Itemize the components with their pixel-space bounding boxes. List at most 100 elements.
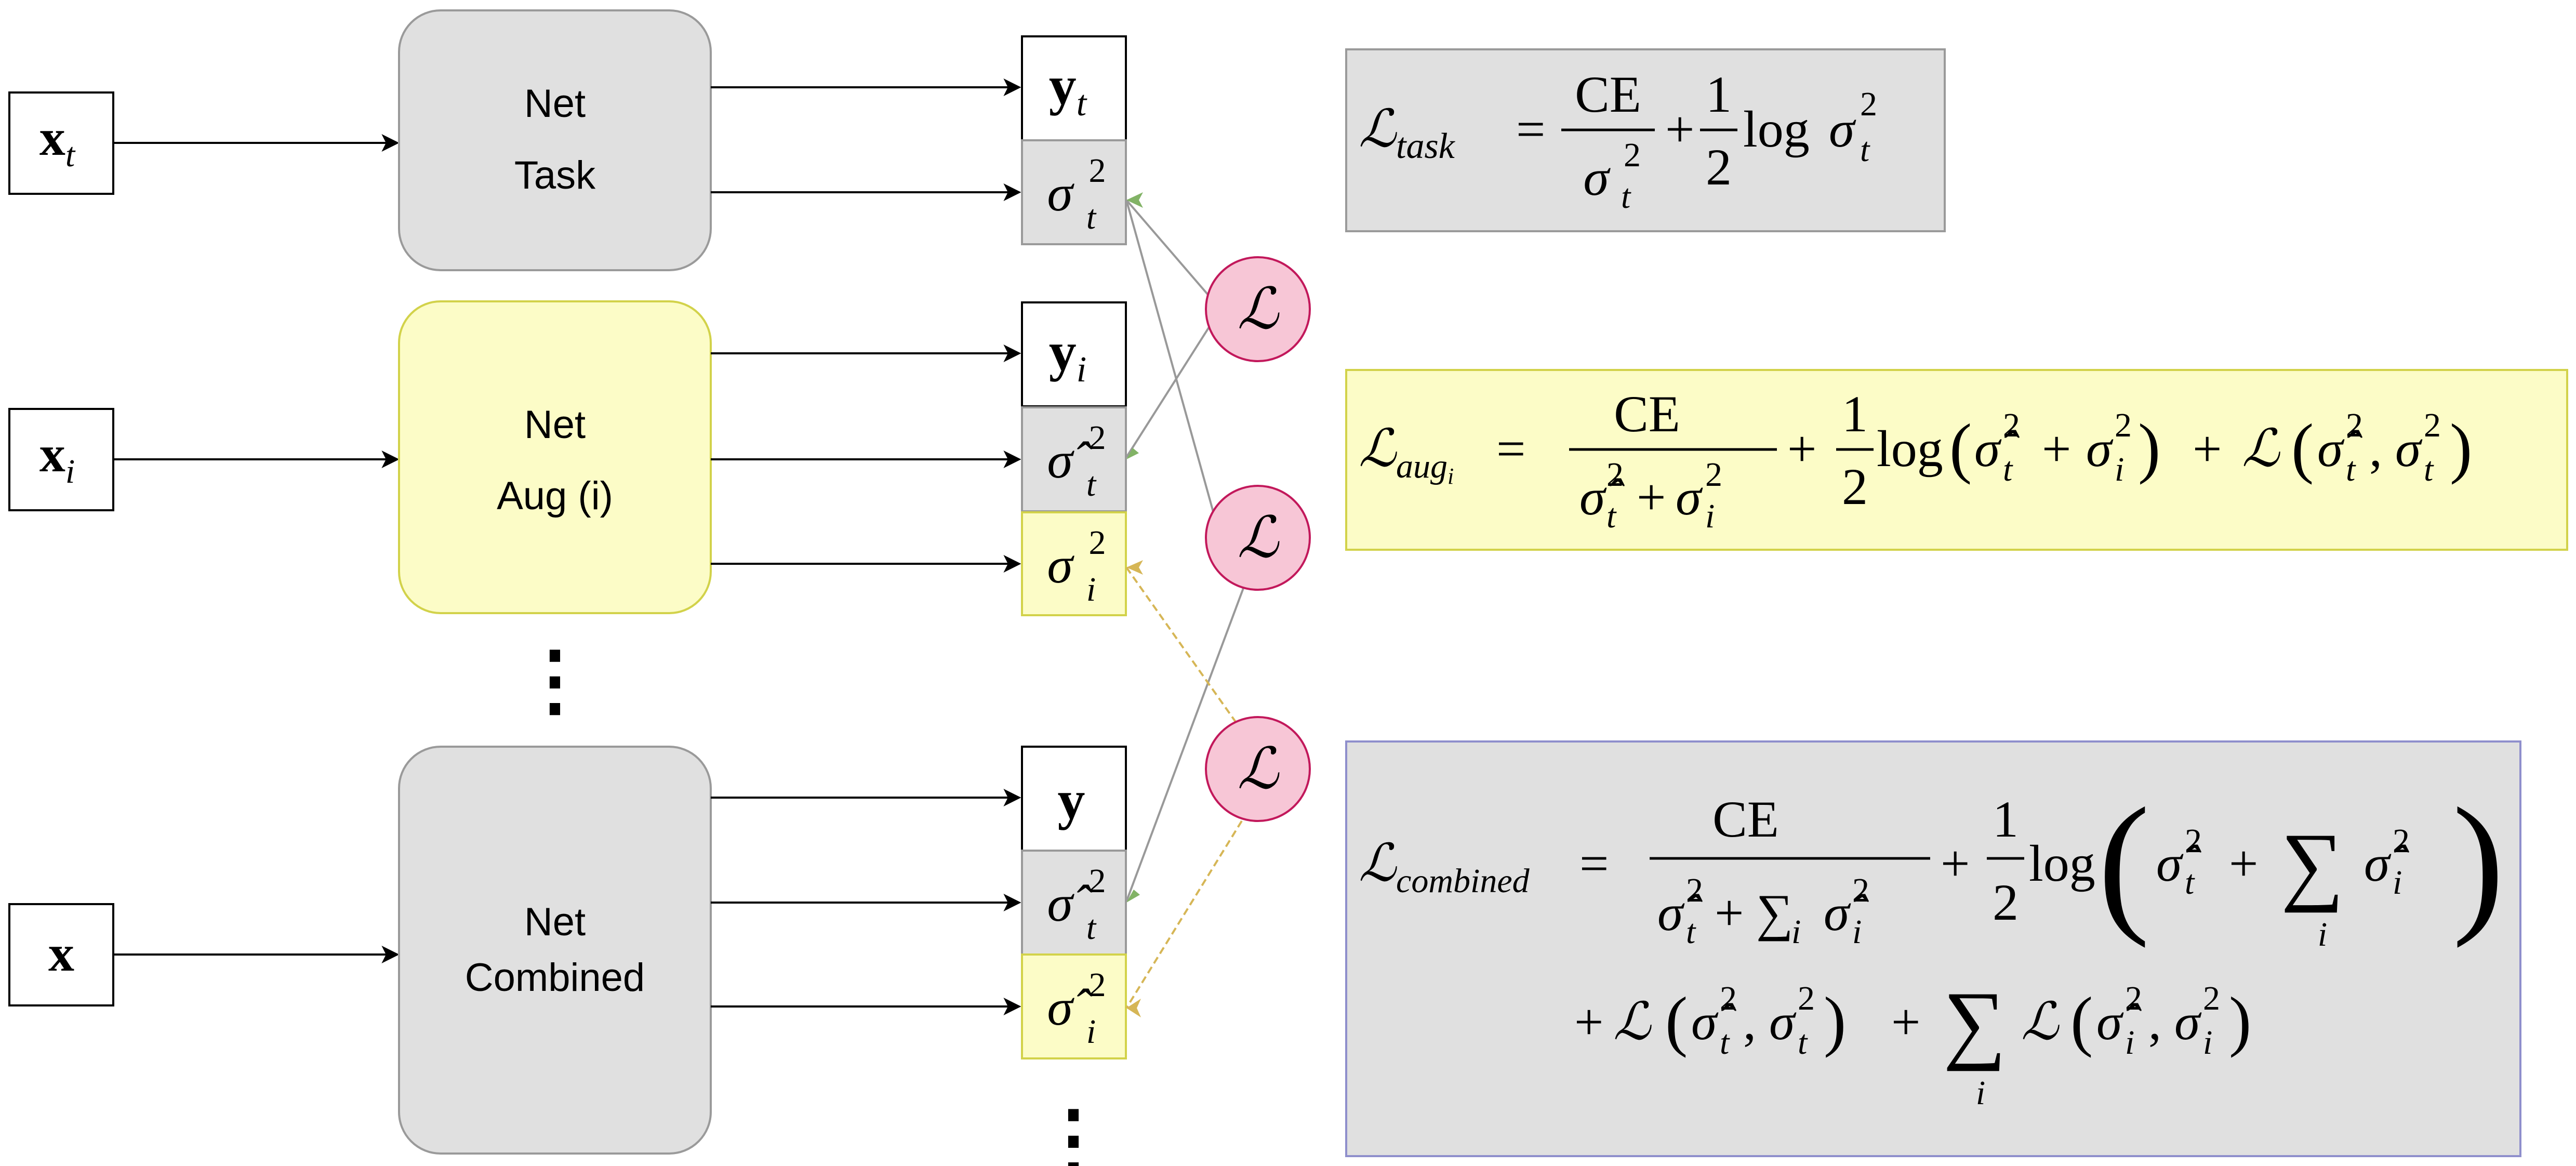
svg-text:(: ( [1949, 410, 1972, 485]
svg-text:CE: CE [1712, 790, 1779, 848]
svg-text:t: t [1860, 131, 1870, 169]
arrowhead-task-sigma [1126, 192, 1143, 208]
svg-text:t: t [1686, 913, 1696, 951]
svg-text:σ: σ [1583, 149, 1611, 206]
svg-text:2: 2 [1720, 979, 1737, 1017]
svg-text:2: 2 [1606, 456, 1624, 494]
input-x-task: xt [8, 91, 114, 195]
svg-text:): ) [2138, 410, 2160, 485]
input-x-task-symbol: x [39, 109, 65, 166]
svg-text:1: 1 [1706, 65, 1732, 123]
svg-text:(: ( [2098, 776, 2150, 949]
output-y-combined: y [1021, 746, 1127, 852]
net-task: Net Task [398, 9, 712, 271]
svg-text:1: 1 [1842, 385, 1868, 443]
net-aug: Net Aug (i) [398, 300, 712, 614]
svg-text:2: 2 [2203, 979, 2220, 1017]
input-x-task-sub: t [65, 136, 76, 174]
arrowhead-comb-sigma-t [1126, 890, 1140, 903]
svg-text:ℒ: ℒ [2021, 993, 2060, 1051]
svg-text:2: 2 [1089, 152, 1106, 190]
svg-text:t: t [2346, 451, 2356, 488]
svg-text:σ: σ [1047, 164, 1074, 222]
svg-text:,: , [1743, 993, 1756, 1051]
svg-text:2: 2 [1089, 419, 1106, 457]
svg-text:): ) [2229, 984, 2251, 1058]
svg-text:i: i [2115, 451, 2124, 488]
svg-text:2: 2 [2115, 406, 2132, 444]
svg-text:+: + [1787, 420, 1816, 478]
svg-text:+: + [2042, 420, 2071, 478]
svg-text:i: i [1705, 497, 1715, 535]
equation-task: ℒtask = CE σ 2 t + 1 2 log σ 2 t [1345, 48, 1946, 232]
input-x-aug: xi [8, 408, 114, 511]
svg-text:σ: σ [1829, 100, 1856, 158]
svg-text:i: i [2203, 1024, 2212, 1062]
net-combined-line1: Net [524, 900, 586, 944]
svg-text:2: 2 [1706, 138, 1732, 196]
svg-text:ℒ: ℒ [2242, 420, 2280, 478]
svg-text:=: = [1496, 420, 1525, 478]
svg-text:t: t [1720, 1024, 1730, 1062]
svg-text:t: t [2424, 451, 2434, 488]
svg-text:i: i [1086, 571, 1096, 608]
loss-node-3: ℒ [1205, 716, 1311, 822]
svg-text:CE: CE [1614, 385, 1680, 443]
svg-text:i: i [1086, 1013, 1096, 1051]
net-combined: Net Combined [398, 746, 712, 1155]
svg-text:2: 2 [2346, 406, 2363, 444]
svg-text:2: 2 [2003, 406, 2020, 444]
svg-text:xt: xt [39, 109, 76, 174]
svg-text:2: 2 [1705, 456, 1722, 494]
svg-text:ℒ: ℒ [1237, 737, 1280, 801]
svg-text:σ: σ [1047, 536, 1074, 594]
svg-text:1: 1 [1993, 790, 2019, 848]
svg-text:log: log [1877, 420, 1943, 478]
svg-text:σ: σ [2395, 420, 2423, 478]
svg-text:+: + [1574, 993, 1603, 1051]
svg-text:t: t [1621, 178, 1631, 216]
svg-text:yi: yi [1049, 321, 1086, 390]
svg-text:i: i [2125, 1024, 2134, 1062]
net-combined-line2: Combined [465, 956, 645, 1000]
svg-text:i: i [2393, 864, 2402, 902]
input-x-aug-sub: i [65, 453, 75, 491]
svg-text:2: 2 [1842, 458, 1868, 515]
svg-text:): ) [2452, 776, 2504, 949]
svg-text:2: 2 [2185, 822, 2202, 860]
svg-text:ℒ: ℒ [1237, 277, 1280, 341]
svg-text:(: ( [1665, 984, 1688, 1058]
arrowhead-aug-sigma-i [1126, 560, 1143, 575]
connector-loss2-task [1125, 200, 1221, 538]
svg-text:+: + [1665, 100, 1694, 158]
svg-text:=: = [1579, 834, 1609, 892]
svg-text:ℒtask: ℒtask [1359, 100, 1456, 166]
svg-text:2: 2 [1798, 979, 1815, 1017]
svg-text:σ: σ [1769, 993, 1797, 1051]
svg-text:2: 2 [1624, 136, 1641, 174]
svg-text:+: + [2193, 420, 2222, 478]
equation-aug: ℒaugi = CE σ̂ 2 t + σ 2 i + 1 2 log ( σ̂… [1345, 369, 2568, 551]
net-task-line1: Net [524, 82, 586, 126]
svg-text:t: t [2185, 864, 2195, 902]
svg-text:2: 2 [1993, 873, 2019, 931]
svg-text:2: 2 [2393, 822, 2410, 860]
output-sigma-hat-i-combined: σ̂ 2 i [1021, 953, 1127, 1059]
svg-text:t: t [1086, 198, 1097, 236]
svg-text:t: t [1798, 1024, 1808, 1062]
arrowhead-comb-sigma-i [1126, 999, 1141, 1017]
net-aug-line2: Aug (i) [497, 474, 613, 518]
svg-text:(: ( [2291, 410, 2314, 485]
input-x-combined: x [8, 903, 114, 1006]
svg-text:xi: xi [39, 425, 75, 491]
svg-text:i: i [1791, 913, 1801, 951]
svg-text:log: log [2029, 834, 2095, 892]
svg-text:2: 2 [1860, 85, 1877, 123]
svg-text:σ: σ [1676, 468, 1703, 526]
output-sigma-hat-t-combined: σ̂ 2 t [1021, 850, 1127, 956]
svg-text:i: i [1976, 1074, 1985, 1112]
input-x-aug-symbol: x [39, 425, 65, 483]
svg-text:ℒ: ℒ [1613, 993, 1652, 1051]
svg-text:2: 2 [1089, 966, 1106, 1004]
